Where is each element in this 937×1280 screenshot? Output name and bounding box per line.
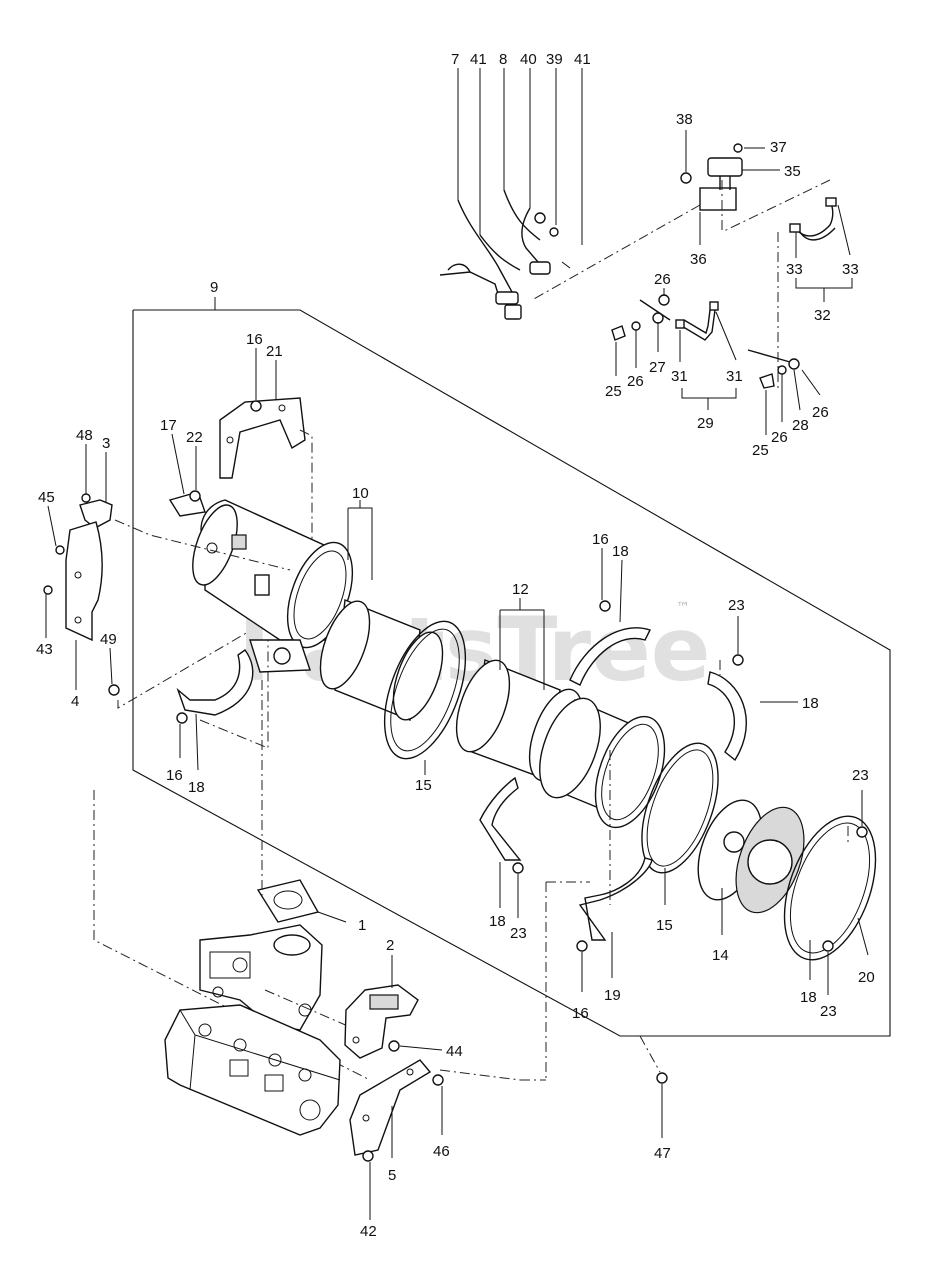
callout-18: 18 — [800, 989, 817, 1006]
callout-41: 41 — [574, 51, 591, 68]
rear-bracket[interactable] — [545, 750, 653, 1078]
callout-16: 16 — [592, 531, 609, 548]
callout-25: 25 — [752, 442, 769, 459]
callout-41: 41 — [470, 51, 487, 68]
callout-21: 21 — [266, 343, 283, 360]
callout-23: 23 — [852, 767, 869, 784]
callout-38: 38 — [676, 111, 693, 128]
callout-28: 28 — [792, 417, 809, 434]
callout-26: 26 — [771, 429, 788, 446]
callout-5: 5 — [388, 1167, 396, 1184]
callout-14: 14 — [712, 947, 729, 964]
callout-47: 47 — [654, 1145, 671, 1162]
gasket-left[interactable] — [368, 611, 481, 775]
sensor-hose[interactable] — [777, 197, 853, 390]
left-bracket[interactable] — [43, 444, 371, 1081]
dpf-assembly-frame — [132, 297, 891, 1037]
callout-8: 8 — [499, 51, 507, 68]
callout-16: 16 — [572, 1005, 589, 1022]
callout-18: 18 — [489, 913, 506, 930]
callout-31: 31 — [726, 368, 743, 385]
doc-element[interactable] — [310, 595, 452, 726]
callout-48: 48 — [76, 427, 93, 444]
callout-23: 23 — [820, 1003, 837, 1020]
dpf-outlet-housing[interactable] — [528, 690, 893, 995]
upper-bracket[interactable] — [219, 348, 313, 560]
callout-33: 33 — [786, 261, 803, 278]
callout-42: 42 — [360, 1223, 377, 1240]
lower-center-bracket[interactable] — [479, 776, 524, 918]
lower-mount-bracket[interactable] — [344, 955, 668, 1220]
callout-40: 40 — [520, 51, 537, 68]
callout-16: 16 — [246, 331, 263, 348]
callout-9: 9 — [210, 279, 218, 296]
callout-17: 17 — [160, 417, 177, 434]
small-bracket[interactable] — [168, 433, 206, 517]
middle-bracket[interactable] — [569, 548, 798, 762]
callout-43: 43 — [36, 641, 53, 658]
callout-7: 7 — [451, 51, 459, 68]
callout-15: 15 — [656, 917, 673, 934]
callout-26: 26 — [812, 404, 829, 421]
pressure-sensor[interactable] — [531, 130, 831, 301]
exhaust-manifold[interactable] — [199, 680, 347, 1031]
callout-39: 39 — [546, 51, 563, 68]
callout-45: 45 — [38, 489, 55, 506]
callout-23: 23 — [510, 925, 527, 942]
callout-3: 3 — [102, 435, 110, 452]
callout-20: 20 — [858, 969, 875, 986]
callout-33: 33 — [842, 261, 859, 278]
callout-16: 16 — [166, 767, 183, 784]
callout-labels: 7 41 8 40 39 41 38 37 35 36 33 33 32 26 … — [36, 51, 875, 1240]
callout-46: 46 — [433, 1143, 450, 1160]
callout-23: 23 — [728, 597, 745, 614]
watermark-trademark: ™ — [676, 600, 690, 616]
callout-36: 36 — [690, 251, 707, 268]
pressure-pipes[interactable] — [611, 288, 821, 435]
sensor-harness[interactable] — [439, 68, 583, 320]
cylinder-head — [164, 989, 381, 1136]
callout-35: 35 — [784, 163, 801, 180]
callout-25: 25 — [605, 383, 622, 400]
callout-12: 12 — [512, 581, 529, 598]
callout-27: 27 — [649, 359, 666, 376]
callout-19: 19 — [604, 987, 621, 1004]
callout-18: 18 — [612, 543, 629, 560]
callout-31: 31 — [671, 368, 688, 385]
callout-37: 37 — [770, 139, 787, 156]
callout-44: 44 — [446, 1043, 463, 1060]
callout-15: 15 — [415, 777, 432, 794]
callout-18: 18 — [802, 695, 819, 712]
callout-10: 10 — [352, 485, 369, 502]
lower-left-bracket[interactable] — [176, 640, 269, 771]
callout-26: 26 — [654, 271, 671, 288]
callout-26: 26 — [627, 373, 644, 390]
callout-4: 4 — [71, 693, 79, 710]
callout-1: 1 — [358, 917, 366, 934]
callout-2: 2 — [386, 937, 394, 954]
callout-49: 49 — [100, 631, 117, 648]
callout-18: 18 — [188, 779, 205, 796]
callout-22: 22 — [186, 429, 203, 446]
callout-29: 29 — [697, 415, 714, 432]
callout-32: 32 — [814, 307, 831, 324]
